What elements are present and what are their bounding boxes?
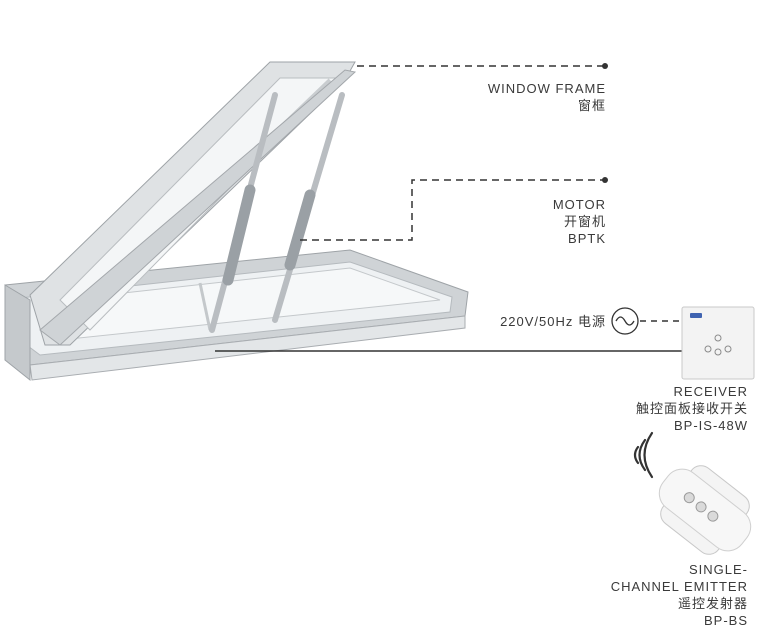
label-power: 220V/50Hz 电源	[500, 313, 606, 330]
wireless-signal-icon	[633, 431, 654, 479]
label-motor-model: BPTK	[568, 231, 606, 246]
remote-control	[658, 465, 752, 555]
callout-lines	[215, 65, 682, 352]
ac-source-icon	[611, 307, 639, 335]
label-motor-en: MOTOR	[552, 197, 606, 212]
label-emitter-zh: 遥控发射器	[677, 596, 748, 611]
label-receiver: RECEIVER 触控面板接收开关 BP-IS-48W	[636, 383, 748, 434]
window-frame-sash	[29, 61, 357, 346]
label-motor: MOTOR 开窗机 BPTK	[553, 196, 606, 247]
receiver-panel	[681, 306, 755, 380]
label-emitter-model: BP-BS	[703, 613, 748, 628]
label-receiver-model: BP-IS-48W	[673, 418, 748, 433]
label-emitter: SINGLE- CHANNEL EMITTER 遥控发射器 BP-BS	[611, 561, 748, 629]
callout-dot-frame	[602, 63, 608, 69]
label-window-frame-en: WINDOW FRAME	[487, 81, 606, 96]
label-motor-zh: 开窗机	[563, 214, 606, 229]
label-receiver-en: RECEIVER	[673, 384, 748, 399]
label-emitter-en2: CHANNEL EMITTER	[610, 579, 748, 594]
label-window-frame: WINDOW FRAME 窗框	[488, 80, 606, 114]
label-receiver-zh: 触控面板接收开关	[635, 401, 748, 416]
callout-dot-motor	[602, 177, 608, 183]
motor-actuators	[209, 92, 345, 333]
label-emitter-en1: SINGLE-	[688, 562, 748, 577]
label-power-text: 220V/50Hz 电源	[500, 314, 606, 329]
label-window-frame-zh: 窗框	[577, 98, 606, 113]
